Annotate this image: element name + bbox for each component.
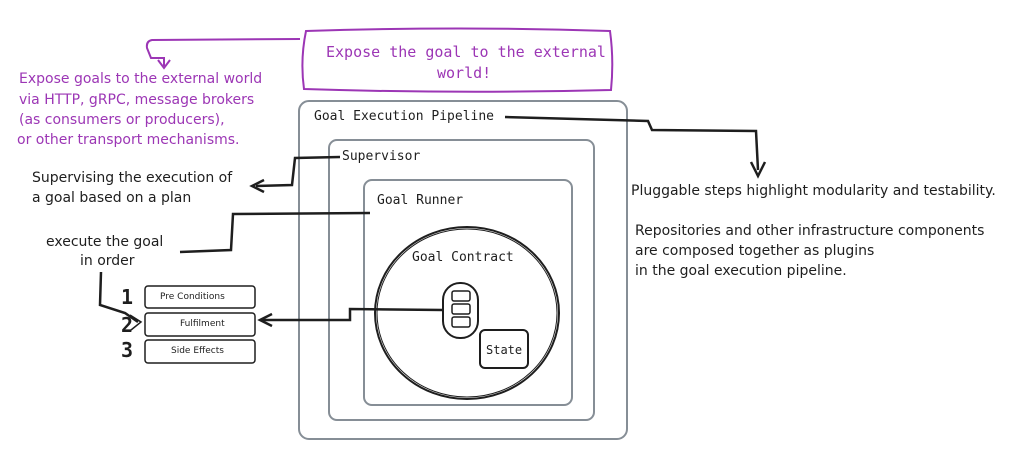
- repo-note-line1: Repositories and other infrastructure co…: [635, 223, 985, 239]
- supervising-line2: a goal based on a plan: [32, 190, 192, 206]
- purple-arrow-head: [157, 59, 171, 70]
- repo-note-line2: are composed together as plugins: [635, 243, 875, 259]
- goal-runner-arrow: [179, 211, 371, 254]
- pluggable-note: Pluggable steps highlight modularity and…: [631, 183, 996, 199]
- execute-order-line: [98, 271, 139, 324]
- top-box-border: [301, 27, 614, 93]
- goal-runner-box: [363, 179, 573, 406]
- step-box-3: [144, 339, 256, 364]
- execute-line1: execute the goal: [46, 234, 164, 250]
- repo-note-line3: in the goal execution pipeline.: [635, 263, 847, 279]
- step-number-3: 3: [121, 338, 134, 362]
- purple-note-line2: via HTTP, gRPC, message brokers: [19, 92, 255, 108]
- supervisor-arrow: [255, 155, 341, 188]
- step-label-3: Side Effects: [171, 346, 224, 356]
- supervisor-box: [328, 139, 595, 421]
- goal-contract-circle: [374, 226, 560, 400]
- purple-note-line3: (as consumers or producers),: [19, 112, 225, 128]
- pipeline-title: Goal Execution Pipeline: [314, 109, 495, 124]
- capsule-to-fulfilment-arrow: [262, 307, 444, 322]
- goal-runner-label: Goal Runner: [377, 193, 464, 208]
- purple-note-line1: Expose goals to the external world: [19, 71, 263, 87]
- state-box: [479, 329, 529, 369]
- top-box-line2: world!: [437, 64, 492, 82]
- pipeline-arrow: [504, 115, 760, 171]
- purple-connector-arrow: [145, 38, 301, 66]
- capsule-slot-1: [451, 290, 471, 302]
- pipeline-box: [298, 100, 628, 440]
- goal-contract-label: Goal Contract: [412, 250, 514, 265]
- step-label-2: Fulfilment: [180, 319, 225, 329]
- supervising-line1: Supervising the execution of: [32, 170, 233, 186]
- step-box-2: [144, 312, 256, 337]
- supervisor-label: Supervisor: [342, 149, 421, 164]
- execute-line2: in order: [80, 253, 135, 269]
- purple-note-line4: or other transport mechanisms.: [17, 132, 240, 148]
- step-box-1: [144, 285, 256, 309]
- step-label-1: Pre Conditions: [160, 292, 225, 302]
- capsule-slot-2: [451, 303, 471, 315]
- step-number-2: 2: [121, 313, 134, 337]
- top-box-line1: Expose the goal to the external: [326, 43, 606, 61]
- contract-capsule: [442, 282, 479, 339]
- capsule-slot-3: [451, 316, 471, 328]
- step-number-1: 1: [121, 285, 134, 309]
- state-label: State: [486, 343, 523, 357]
